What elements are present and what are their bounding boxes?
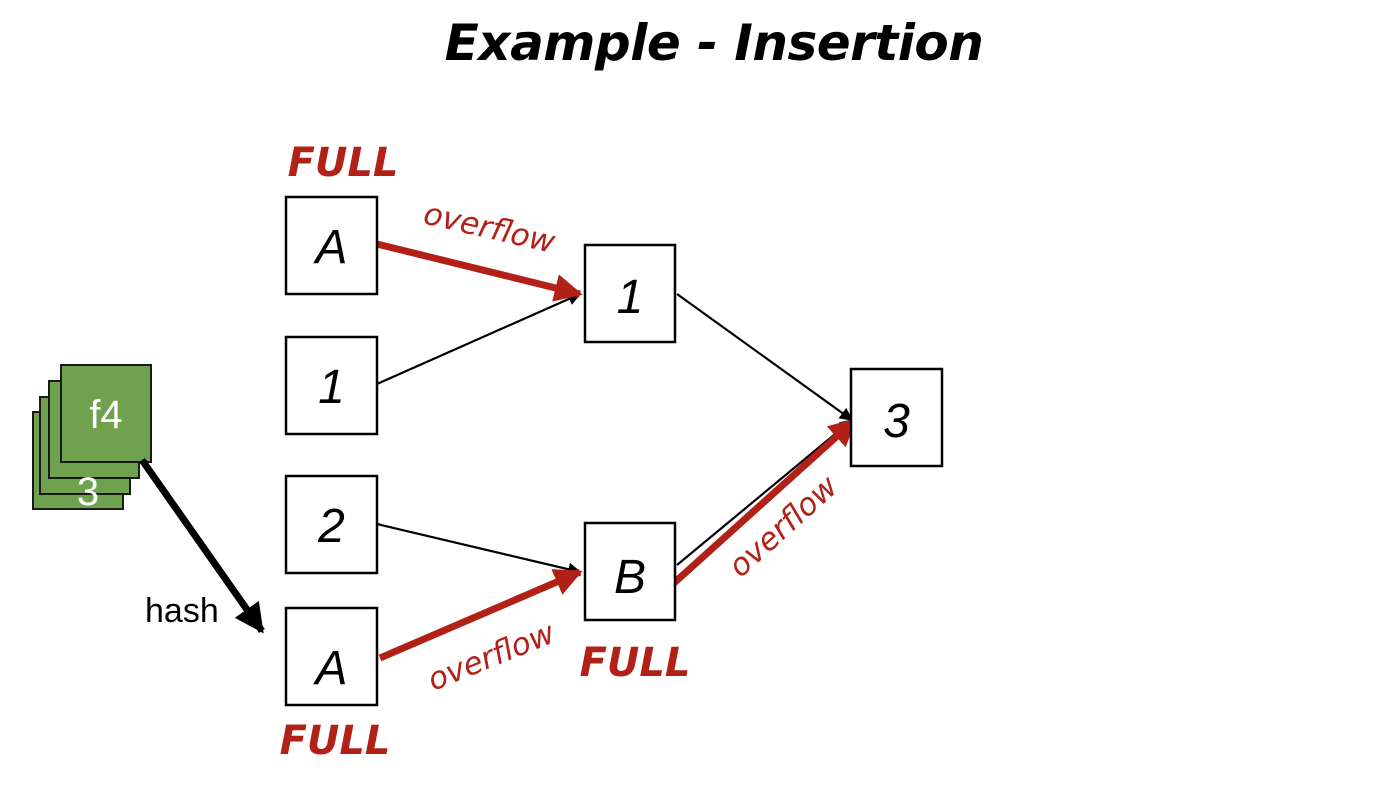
node-3 bbox=[849, 367, 944, 468]
full-label-top: FULL bbox=[288, 140, 399, 186]
bucket-2-label: 2 bbox=[317, 500, 345, 553]
overflow-arrow-bottom bbox=[378, 568, 583, 662]
node-1-label: 1 bbox=[617, 271, 644, 324]
node-b-label: B bbox=[614, 551, 646, 604]
overflow-arrow-top bbox=[376, 240, 583, 302]
full-label-bottom: FULL bbox=[280, 718, 391, 764]
overflow-label-top: overflow bbox=[420, 196, 559, 261]
bucket-a-bottom bbox=[284, 606, 379, 707]
edge-1-to-node-1 bbox=[376, 292, 582, 386]
bucket-1 bbox=[284, 335, 379, 436]
bucket-2 bbox=[284, 474, 379, 575]
overflow-arrow-right bbox=[671, 417, 858, 586]
hash-label: hash bbox=[145, 592, 219, 630]
full-label-node-b: FULL bbox=[580, 640, 691, 686]
edge-node-1-to-node-3 bbox=[676, 293, 854, 421]
bucket-a-bottom-label: A bbox=[312, 642, 347, 695]
bucket-a-top bbox=[284, 195, 379, 296]
edge-node-b-to-node-3 bbox=[676, 419, 854, 566]
stack-front-label: f4 bbox=[89, 393, 122, 437]
page-title: Example - Insertion bbox=[444, 14, 984, 72]
bucket-a-top-label: A bbox=[312, 221, 347, 274]
edge-2-to-node-b bbox=[376, 522, 582, 576]
record-stack: 3 f4 bbox=[32, 364, 152, 514]
node-1 bbox=[583, 243, 677, 344]
node-3-label: 3 bbox=[883, 395, 910, 448]
hash-arrow bbox=[139, 457, 265, 634]
stack-card-front bbox=[60, 364, 152, 463]
stack-back-label: 3 bbox=[77, 470, 99, 514]
node-b bbox=[583, 521, 677, 622]
bucket-1-label: 1 bbox=[318, 361, 345, 414]
